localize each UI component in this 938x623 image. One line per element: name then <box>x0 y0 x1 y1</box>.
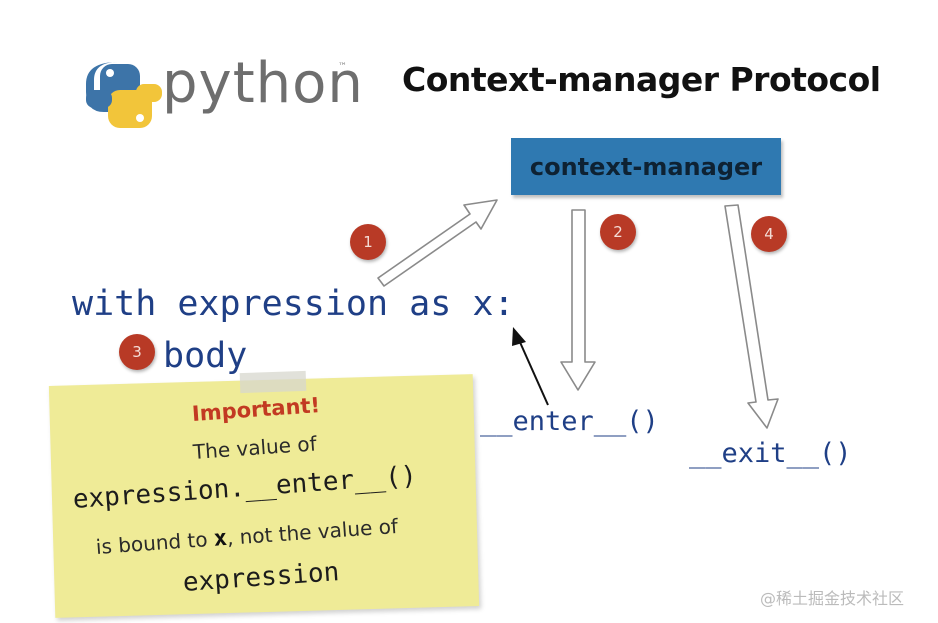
python-wordmark: python <box>162 51 364 116</box>
context-manager-label: context-manager <box>529 152 763 181</box>
step-badge-4: 4 <box>751 216 787 252</box>
note-tape <box>239 370 307 394</box>
trademark-mark: ™ <box>338 62 347 72</box>
arrow-enter <box>560 209 596 391</box>
page-title: Context-manager Protocol <box>402 60 881 99</box>
context-manager-box: context-manager <box>511 138 781 195</box>
arrow-exit <box>724 204 779 429</box>
enter-method-label: __enter__() <box>480 406 659 437</box>
arrow-call <box>377 199 498 287</box>
step-badge-2: 2 <box>600 214 636 250</box>
arrow-bind-x <box>512 327 549 406</box>
code-body: body <box>163 336 248 376</box>
exit-method-label: __exit__() <box>689 438 852 469</box>
watermark: @稀土掘金技术社区 <box>760 589 905 608</box>
step-badge-3: 3 <box>119 334 155 370</box>
code-with-statement: with expression as x: <box>72 284 515 324</box>
python-logo-icon <box>86 62 162 128</box>
step-badge-1: 1 <box>350 224 386 260</box>
